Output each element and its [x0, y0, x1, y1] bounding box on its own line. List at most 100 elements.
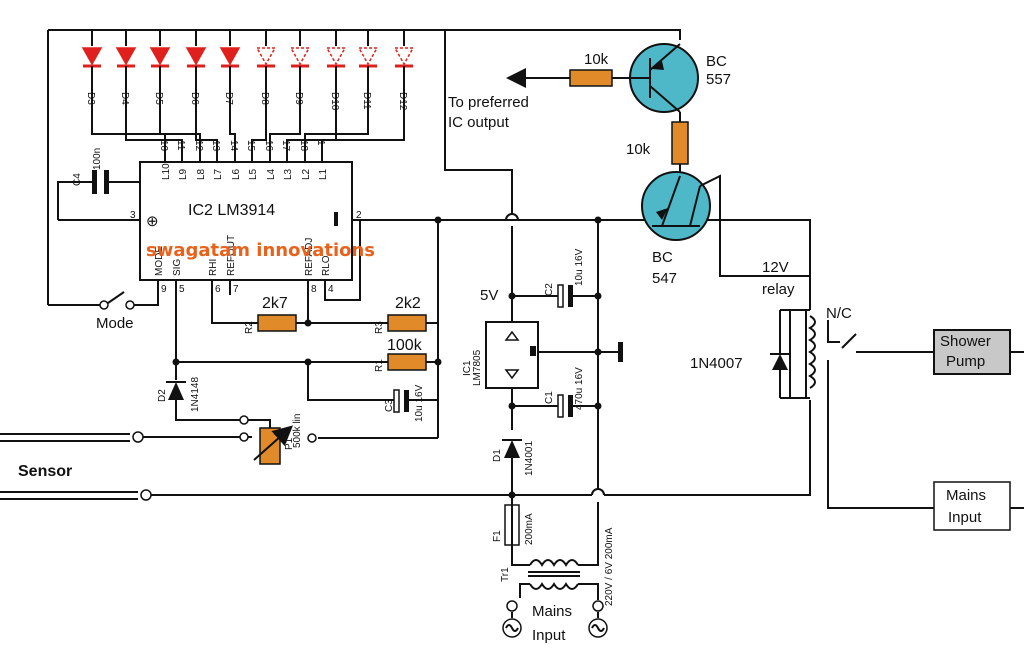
- tr1-primary-right: [578, 583, 599, 600]
- to-ic-line2: IC output: [448, 114, 510, 131]
- transistor-bc547: BC 547: [641, 171, 810, 287]
- d2-ref: D2: [157, 389, 168, 402]
- led-icon: [289, 47, 311, 66]
- p1-value: 500k lin: [292, 414, 303, 448]
- terminal: [307, 433, 317, 443]
- relay-line2: relay: [762, 281, 795, 298]
- junction: [304, 319, 312, 327]
- ic1-arrow-up: [504, 330, 520, 341]
- c3-ref: C3: [384, 399, 395, 412]
- led-icon: [325, 47, 347, 66]
- tr1-primary: [529, 582, 579, 590]
- junction: [594, 348, 602, 356]
- d1-ref: D1: [492, 449, 503, 462]
- relay-diode-triangle: [772, 354, 788, 370]
- relay-line1: 12V: [762, 259, 789, 276]
- mains-bottom-line1: Mains: [532, 603, 572, 620]
- tr1-wire-right: [578, 502, 599, 566]
- ic2-pin-name: L10: [161, 163, 172, 180]
- resistor-r2-r3: 2k7 R2 2k2 R3: [211, 220, 439, 334]
- led-icon: [357, 47, 379, 66]
- ic2-body: [139, 161, 353, 281]
- junction: [594, 216, 602, 224]
- f1-value: 200mA: [524, 513, 535, 545]
- bottom-right-wire: [604, 400, 811, 496]
- relay-diode-label: 1N4007: [690, 355, 743, 372]
- led-icon: [393, 47, 415, 66]
- bc547-relay-wire: [699, 174, 810, 277]
- c1-value: 470u 16V: [574, 367, 585, 410]
- bc557-line2: 557: [706, 71, 731, 88]
- p1-ref: P1: [284, 437, 295, 450]
- ic2-pin-name: L1: [318, 168, 329, 180]
- ic2-pin-number: 1: [315, 140, 326, 146]
- ic2-pin-number: 15: [245, 140, 256, 152]
- f1-ref: F1: [492, 530, 503, 542]
- ic2-pin-number: 8: [311, 284, 317, 295]
- ic2-pin-number: 4: [328, 284, 334, 295]
- ic2-pin-name: L4: [266, 168, 277, 180]
- r3-body: [387, 314, 427, 332]
- ic2-pin3: 3: [130, 210, 136, 221]
- led-to-pin-wire: [269, 126, 301, 162]
- ic2-pin-number: 7: [233, 284, 239, 295]
- led-to-pin-wire: [159, 126, 201, 162]
- ic2-lm3914: 10L1011L912L813L714L615L516L417L318L21L1…: [58, 126, 811, 310]
- r1-value: 100k: [387, 337, 423, 354]
- r-top-value: 10k: [584, 51, 609, 68]
- c3-value: 10u 16V: [414, 384, 425, 422]
- resistor-r1: 100k R1: [172, 280, 442, 372]
- r-top-body: [569, 69, 613, 87]
- bc547-line2: 547: [652, 270, 677, 287]
- ic2-pin-name: RLO: [321, 255, 332, 276]
- junction: [508, 491, 516, 499]
- terminal: [239, 415, 249, 425]
- mains-terminal-left: [506, 600, 518, 612]
- mode-wire-right: [134, 280, 159, 306]
- terminal: [239, 432, 249, 442]
- ic2-pin-number: 10: [158, 140, 169, 152]
- led-label: D9: [293, 92, 304, 105]
- led-label: D3: [85, 92, 96, 105]
- ic2-pin-name: REFOUT: [226, 235, 237, 276]
- c2-ref: C2: [544, 283, 555, 296]
- v5-label: 5V: [480, 287, 498, 304]
- ic2-pin-name: SIG: [172, 259, 183, 276]
- wire-hop: [591, 488, 605, 496]
- tr1-primary-left: [519, 583, 530, 598]
- sensor-terminal-1: [132, 431, 144, 443]
- led-to-pin-wire: [91, 126, 166, 162]
- led-label: D11: [361, 92, 372, 110]
- d1-value: 1N4001: [524, 441, 535, 476]
- mode-contact-1: [99, 300, 109, 310]
- resistor-mid-10k: 10k: [626, 121, 689, 174]
- ic1-value: LM7805: [472, 349, 483, 386]
- mains-right-line1: Mains: [946, 487, 986, 504]
- ground-rail-wire: [352, 219, 811, 310]
- c4-wire-left: [57, 181, 92, 220]
- mode-label: Mode: [96, 315, 134, 332]
- ic2-pin-name: MODE: [154, 246, 165, 276]
- c2-plate-2: [568, 285, 573, 307]
- led-to-pin-wire: [304, 126, 369, 162]
- led-label: D4: [119, 92, 130, 105]
- ic2-pin2: 2: [356, 210, 362, 221]
- mains-right-body: [933, 481, 1011, 531]
- c2-plate-1: [557, 284, 564, 308]
- bc557-line1: BC: [706, 53, 727, 70]
- led-to-pin-wire: [321, 126, 405, 162]
- mode-switch: Mode: [48, 280, 159, 332]
- transformer-tr1: Tr1 220V / 6V 200mA Mains Input: [500, 502, 615, 644]
- ic2-pin-number: 18: [298, 140, 309, 152]
- pump-line1: Shower: [940, 333, 991, 350]
- led-icon: [115, 47, 137, 66]
- ic2-pin-name: RHI: [208, 259, 219, 276]
- junction: [594, 292, 602, 300]
- mains-right-line2: Input: [948, 509, 982, 526]
- supply-wire: [444, 30, 513, 214]
- ic1-ground-tab: [530, 346, 536, 356]
